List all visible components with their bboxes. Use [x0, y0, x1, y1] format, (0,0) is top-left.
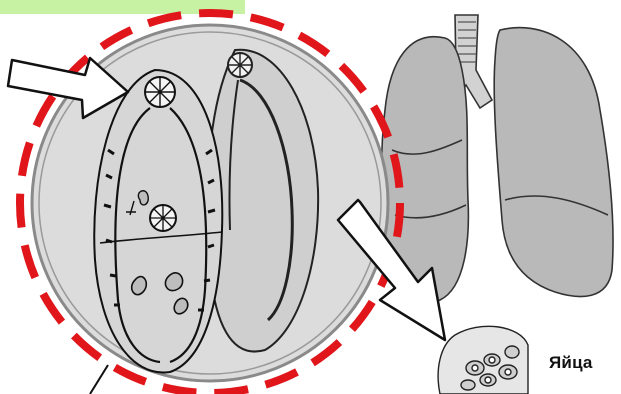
lungs-illustration [381, 15, 613, 305]
eggs-label: Яйца [549, 353, 593, 373]
pointer-line [90, 365, 108, 394]
eggs-cluster [438, 326, 528, 394]
